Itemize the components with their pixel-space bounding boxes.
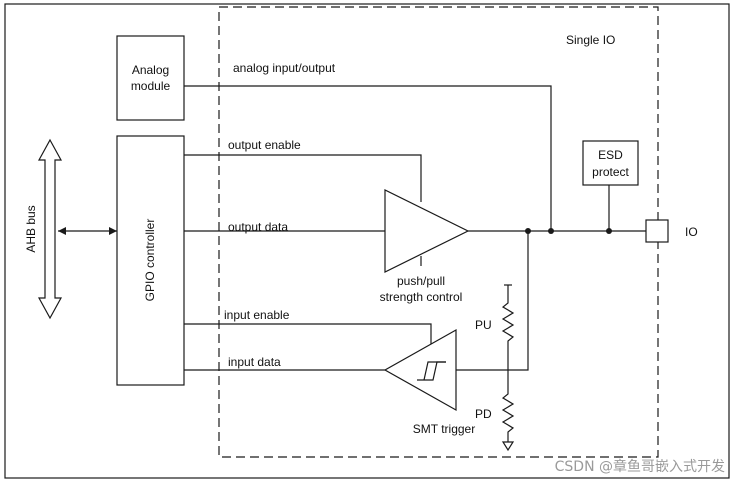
output-data-label: output data (228, 220, 288, 234)
ahb-bus-arrow (37, 138, 63, 320)
analog-io-label: analog input/output (233, 61, 336, 75)
gpio-controller (116, 135, 185, 386)
analog-io-line (184, 85, 552, 231)
esd-label-2: protect (592, 165, 629, 179)
output-enable-label: output enable (228, 138, 301, 152)
input-path-line (456, 231, 529, 371)
junction-analog (548, 228, 554, 234)
io-label: IO (685, 225, 698, 239)
connector-arrowhead-right (109, 227, 117, 235)
single-io-label: Single IO (566, 33, 615, 47)
pd-label: PD (475, 407, 492, 421)
pull-down-resistor (501, 370, 515, 442)
schmitt-trigger-buffer (383, 328, 457, 412)
smt-trigger-label: SMT trigger (413, 422, 475, 436)
ahb-bus-label: AHB bus (24, 205, 38, 252)
watermark: CSDN @章鱼哥嵌入式开发 (555, 458, 725, 475)
pu-label: PU (475, 318, 492, 332)
push-pull-label-2: strength control (380, 290, 463, 304)
io-pad (645, 219, 669, 243)
analog-module-label-2: module (131, 79, 171, 93)
analog-module (116, 35, 185, 121)
input-enable-label: input enable (224, 308, 290, 322)
esd-protect (582, 140, 639, 186)
input-enable-line (184, 323, 432, 344)
ground-symbol (501, 441, 515, 452)
gpio-controller-label: GPIO controller (143, 219, 157, 302)
output-buffer (384, 189, 470, 273)
input-data-label: input data (228, 355, 281, 369)
pull-up-resistor (501, 285, 515, 370)
connector-arrowhead-left (58, 227, 66, 235)
outer-frame (4, 3, 730, 479)
output-enable-line (184, 154, 422, 202)
esd-label-1: ESD (598, 148, 623, 162)
push-pull-label-1: push/pull (397, 274, 445, 288)
hysteresis-symbol-upper (423, 361, 446, 381)
analog-module-label-1: Analog (132, 63, 169, 77)
